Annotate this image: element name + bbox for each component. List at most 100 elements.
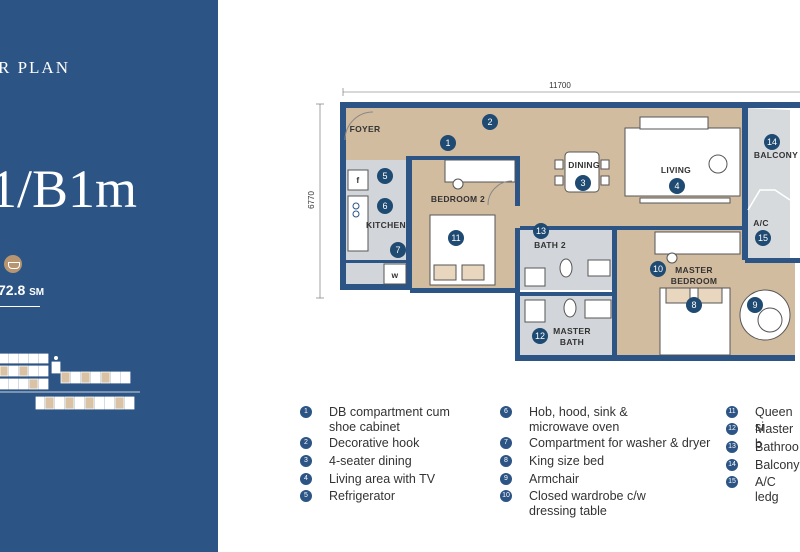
svg-text:12: 12: [535, 331, 545, 341]
plan-heading: R PLAN: [0, 58, 70, 77]
marker-14: 14: [764, 134, 780, 150]
legend-item-2: 2 Decorative hook: [300, 436, 419, 451]
room-master-bath-line2: BATH: [560, 337, 584, 347]
legend-number: 15: [726, 476, 738, 488]
svg-text:6: 6: [382, 201, 387, 211]
legend-item-15: 15 A/C ledg: [726, 475, 800, 505]
legend-item-14: 14 Balcony: [726, 458, 799, 473]
legend-label: Armchair: [529, 472, 580, 486]
legend-item-12: 12 Master b: [726, 422, 800, 452]
legend-item-1: 1 DB compartment cum shoe cabinet: [300, 405, 450, 435]
legend-label: Hob, hood, sink & microwave oven: [529, 405, 628, 434]
svg-text:8: 8: [691, 300, 696, 310]
legend-number: 13: [726, 441, 738, 453]
legend-label: DB compartment cum shoe cabinet: [329, 405, 450, 434]
legend-label: Refrigerator: [329, 489, 395, 503]
legend-number: 3: [300, 455, 312, 467]
marker-7: 7: [390, 242, 406, 258]
marker-2: 2: [482, 114, 498, 130]
fridge-mark: f: [356, 175, 359, 185]
legend-item-3: 3 4-seater dining: [300, 454, 412, 469]
legend-number: 6: [500, 406, 512, 418]
washer-mark: w: [391, 270, 399, 280]
svg-text:1: 1: [445, 138, 450, 148]
marker-9: 9: [747, 297, 763, 313]
legend-item-10: 10 Closed wardrobe c/w dressing table: [500, 489, 646, 519]
svg-text:7: 7: [395, 245, 400, 255]
legend-label: King size bed: [529, 454, 605, 468]
svg-text:4: 4: [674, 181, 679, 191]
legend-number: 7: [500, 437, 512, 449]
marker-13: 13: [533, 223, 549, 239]
legend-number: 14: [726, 459, 738, 471]
room-kitchen: KITCHEN: [366, 220, 406, 230]
floor-plan-drawing: 11700 6770: [307, 81, 800, 361]
bathtub-icon: [4, 255, 22, 273]
legend-label: Decorative hook: [329, 436, 420, 450]
legend-item-5: 5 Refrigerator: [300, 489, 395, 504]
svg-text:10: 10: [653, 264, 663, 274]
svg-text:9: 9: [752, 300, 757, 310]
legend-item-9: 9 Armchair: [500, 472, 579, 487]
legend-number: 11: [726, 406, 738, 418]
area-unit: SM: [29, 287, 45, 298]
legend-label: Queen si: [755, 405, 793, 434]
room-foyer: FOYER: [350, 124, 381, 134]
legend-item-7: 7 Compartment for washer & dryer: [500, 436, 710, 451]
legend-number: 9: [500, 473, 512, 485]
area-divider: [0, 306, 40, 307]
marker-6: 6: [377, 198, 393, 214]
room-dining: DINING: [568, 160, 600, 170]
legend-label: Bathroo: [755, 440, 799, 454]
marker-4: 4: [669, 178, 685, 194]
legend-label: A/C ledg: [755, 475, 779, 504]
legend-number: 12: [726, 423, 738, 435]
legend-label: Master b: [755, 422, 794, 451]
legend-number: 10: [500, 490, 512, 502]
walls: [340, 102, 800, 361]
marker-15: 15: [755, 230, 771, 246]
svg-text:15: 15: [758, 233, 768, 243]
legend-label: 4-seater dining: [329, 454, 412, 468]
svg-text:11: 11: [451, 233, 460, 243]
width-dimension: 11700: [549, 81, 571, 90]
legend-item-11: 11 Queen si: [726, 405, 800, 435]
room-master-bath-line1: MASTER: [553, 326, 591, 336]
room-master-bedroom-line2: BEDROOM: [671, 276, 718, 286]
legend-label: Living area with TV: [329, 472, 436, 486]
legend-number: 4: [300, 473, 312, 485]
svg-text:2: 2: [487, 117, 492, 127]
unit-area: 72.8 SM: [0, 282, 44, 298]
legend-label: Closed wardrobe c/w dressing table: [529, 489, 646, 518]
room-master-bedroom-line1: MASTER: [675, 265, 713, 275]
room-living: LIVING: [661, 165, 691, 175]
legend-item-4: 4 Living area with TV: [300, 472, 435, 487]
dimension-lines: [316, 88, 800, 299]
balcony-glazing: [747, 112, 793, 258]
marker-10: 10: [650, 261, 666, 277]
marker-3: 3: [575, 175, 591, 191]
room-bedroom-2: BEDROOM 2: [431, 194, 485, 204]
legend-number: 2: [300, 437, 312, 449]
legend-label: Compartment for washer & dryer: [529, 436, 711, 450]
marker-1: 1: [440, 135, 456, 151]
unit-info-panel: R PLAN 1/B1m 72.8 SM: [0, 0, 218, 552]
legend-item-13: 13 Bathroo: [726, 440, 799, 455]
room-bath-2: BATH 2: [534, 240, 566, 250]
marker-11: 11: [448, 230, 464, 246]
legend-number: 5: [300, 490, 312, 502]
svg-text:14: 14: [767, 137, 777, 147]
room-balcony: BALCONY: [754, 150, 798, 160]
unit-type-title: 1/B1m: [0, 159, 138, 219]
key-plan-map: [0, 353, 140, 410]
svg-text:5: 5: [382, 171, 387, 181]
marker-12: 12: [532, 328, 548, 344]
svg-text:3: 3: [580, 178, 585, 188]
area-value: 72.8: [0, 282, 26, 298]
room-ac-ledge: A/C: [753, 218, 769, 228]
svg-text:13: 13: [536, 226, 546, 236]
legend-label: Balcony: [755, 458, 800, 472]
marker-8: 8: [686, 297, 702, 313]
legend-number: 1: [300, 406, 312, 418]
